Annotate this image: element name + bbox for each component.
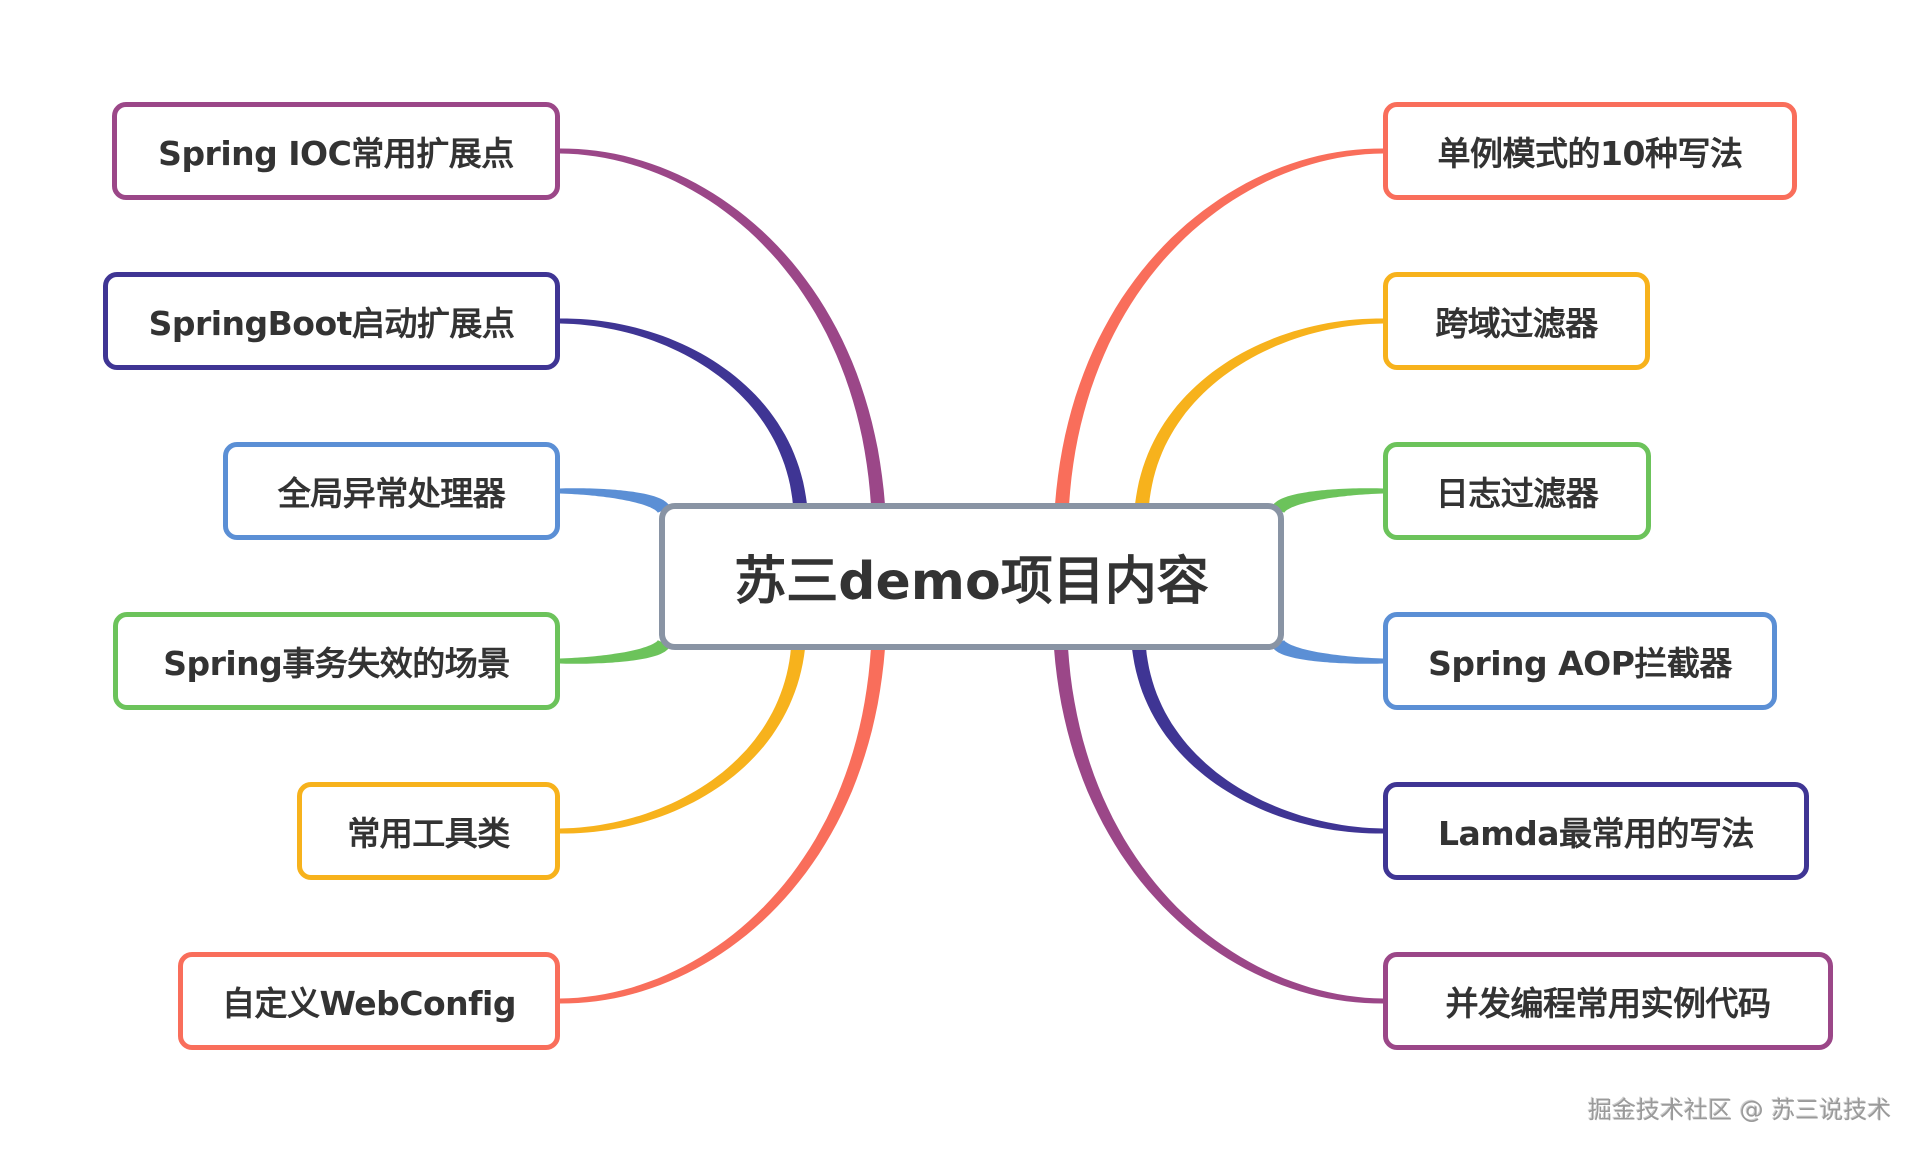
topic-label: 跨域过滤器	[1435, 304, 1598, 343]
topic-label: 自定义WebConfig	[222, 984, 516, 1023]
topic-common-utility-classes[interactable]: 常用工具类	[297, 782, 560, 880]
topic-label: Spring事务失效的场景	[163, 644, 510, 683]
central-topic[interactable]: 苏三demo项目内容	[659, 503, 1284, 650]
topic-cors-filter[interactable]: 跨域过滤器	[1383, 272, 1650, 370]
topic-label: 常用工具类	[347, 814, 510, 853]
connector-left-3	[560, 640, 671, 664]
topic-label: Spring AOP拦截器	[1428, 644, 1732, 683]
topic-label: Lamda最常用的写法	[1437, 814, 1755, 853]
topic-label: 日志过滤器	[1435, 474, 1599, 513]
watermark: 掘金技术社区 @ 苏三说技术	[1588, 1096, 1892, 1124]
topic-spring-transaction-failure-scenarios[interactable]: Spring事务失效的场景	[113, 612, 560, 710]
topic-concurrency-examples[interactable]: 并发编程常用实例代码	[1383, 952, 1833, 1050]
topic-lambda-common-usage[interactable]: Lamda最常用的写法	[1383, 782, 1809, 880]
topic-global-exception-handler[interactable]: 全局异常处理器	[223, 442, 560, 540]
topic-label: 全局异常处理器	[277, 474, 506, 513]
connector-right-1	[1135, 318, 1383, 506]
topic-singleton-patterns[interactable]: 单例模式的10种写法	[1383, 102, 1797, 200]
topic-label: 单例模式的10种写法	[1437, 134, 1743, 173]
connector-left-2	[560, 488, 671, 513]
connector-right-4	[1132, 647, 1383, 834]
connector-left-1	[560, 318, 807, 506]
connector-right-2	[1271, 488, 1383, 513]
topic-spring-ioc-extension-points[interactable]: Spring IOC常用扩展点	[112, 102, 560, 200]
topic-label: 并发编程常用实例代码	[1445, 984, 1772, 1023]
topic-label: Spring IOC常用扩展点	[158, 134, 514, 173]
topic-label: SpringBoot启动扩展点	[148, 304, 515, 343]
connector-left-4	[560, 647, 805, 834]
topic-springboot-startup-extension-points[interactable]: SpringBoot启动扩展点	[103, 272, 560, 370]
central-topic-label: 苏三demo项目内容	[734, 552, 1209, 612]
topic-log-filter[interactable]: 日志过滤器	[1383, 442, 1651, 540]
topic-spring-aop-interceptor[interactable]: Spring AOP拦截器	[1383, 612, 1777, 710]
topic-custom-webconfig[interactable]: 自定义WebConfig	[178, 952, 560, 1050]
connector-right-3	[1271, 640, 1383, 664]
